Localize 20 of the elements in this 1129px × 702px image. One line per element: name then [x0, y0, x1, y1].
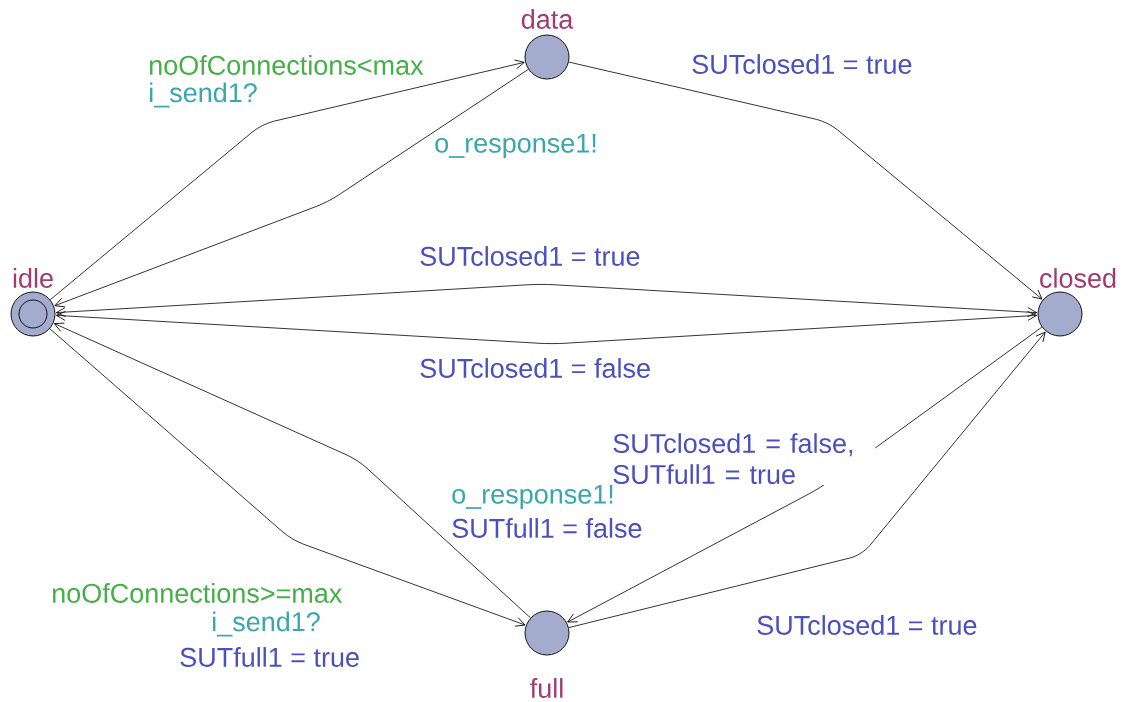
transition-arrow — [568, 61, 1043, 300]
transition-arrow — [55, 284, 1038, 318]
edge-label: SUTclosed1 = true — [690, 53, 914, 75]
edge-label: SUTclosed1 = false — [418, 357, 653, 379]
node-label: closed — [1040, 268, 1116, 288]
edge-label: SUTclosed1 = false, SUTfull1 = true — [611, 432, 876, 486]
edge-label: noOfConnections>=max — [50, 582, 344, 604]
edge-label: SUTclosed1 = true — [755, 614, 979, 636]
edge-label: noOfConnections<max — [147, 54, 425, 76]
edge-label: i_send1? — [210, 610, 322, 638]
node-label: data — [521, 9, 574, 29]
transition-arrow — [55, 311, 1038, 344]
edge-label: SUTfull1 = true — [178, 646, 362, 668]
node-label: idle — [13, 268, 53, 288]
node-label: full — [530, 678, 563, 698]
edge-label: SUTclosed1 = true — [418, 245, 642, 267]
edge-label: o_response1! — [450, 483, 616, 511]
edge-label: o_response1! — [433, 132, 599, 160]
edge-label: i_send1? — [147, 81, 259, 109]
edge-label: SUTfull1 = false — [450, 517, 644, 539]
